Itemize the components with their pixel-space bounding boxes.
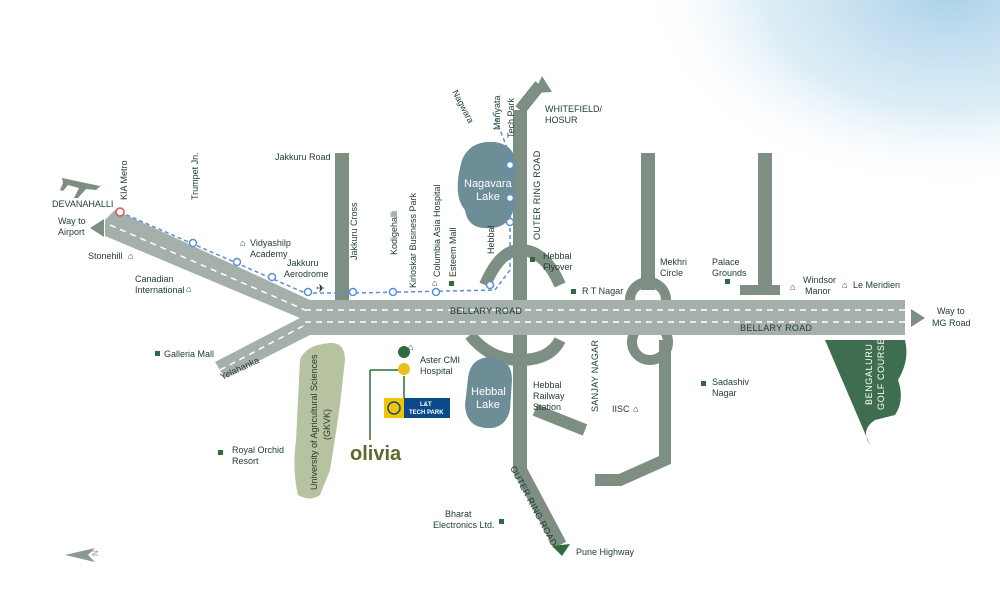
landmark-markers [155, 257, 730, 524]
columbia-icon: ⌂ [432, 278, 437, 288]
vidyashilp-line2: Academy [250, 249, 288, 259]
le-meridien-label: Le Meridien [853, 280, 900, 290]
metro-stops [188, 160, 515, 297]
kodigehalli-label: Kodigehalli [389, 211, 399, 255]
bharat-line1: Bharat [445, 509, 472, 519]
secondary-roads [335, 81, 772, 549]
pune-highway-label: Pune Highway [576, 547, 635, 557]
sadashiv-line1: Sadashiv [712, 377, 750, 387]
palace-line2: Grounds [712, 268, 747, 278]
lt-badge-line1: L&T [420, 402, 432, 408]
nagavara-lake-line1: Nagavara [464, 178, 513, 190]
hebbal-station-line2: Railway [533, 391, 565, 401]
aster-line2: Hospital [420, 366, 453, 376]
hebbal-lake-line1: Hebbal [471, 386, 506, 398]
bellary-road-label-2: BELLARY ROAD [740, 323, 813, 333]
lt-logo-box [384, 398, 404, 418]
devanahalli-label: DEVANAHALLI [52, 199, 113, 209]
sadashiv-line2: Nagar [712, 388, 737, 398]
windsor-line2: Manor [805, 286, 831, 296]
stonehill-label: Stonehill [88, 251, 123, 261]
manyata-line1: Manyata [492, 95, 502, 130]
vidyashilp-line1: Vidyashilp [250, 238, 291, 248]
airplane-icon [60, 178, 104, 198]
windsor-icon: ⌂ [790, 282, 795, 292]
gkvk-line2: (GKVK) [322, 409, 332, 440]
meridien-icon: ⌂ [842, 280, 847, 290]
building-icons: ⌂ ⌂ ⌂ ⌂ ⌂ ⌂ ⌂ ⌂ [128, 238, 847, 414]
outer-ring-road-north-label: OUTER RING ROAD [532, 150, 542, 240]
kia-metro-label: KIA Metro [119, 160, 129, 200]
compass [65, 548, 95, 562]
canadian-line2: International [135, 285, 185, 295]
bellary-road-label-1: BELLARY ROAD [450, 306, 523, 316]
bharat-line2: Electronics Ltd. [433, 520, 495, 530]
whitefield-line1: WHITEFIELD/ [545, 104, 603, 114]
arrow-pune-highway [552, 544, 570, 556]
gkvk-campus [294, 342, 345, 499]
olivia-marker-yellow [398, 363, 410, 375]
olivia-marker-green [398, 346, 410, 358]
royal-orchid-line2: Resort [232, 456, 259, 466]
hebbal-flyover-line1: Hebbal [543, 251, 572, 261]
outer-ring-road-south-label: OUTER RING ROAD [508, 464, 559, 548]
canadian-icon: ⌂ [186, 284, 191, 294]
jakkuru-road-label: Jakkuru Road [275, 152, 331, 162]
sky-wash [560, 0, 1000, 260]
aerodrome-line1: Jakkuru [287, 258, 319, 268]
mekhri-line1: Mekhri [660, 257, 687, 267]
palace-line1: Palace [712, 257, 740, 267]
arrow-whitefield [534, 76, 552, 93]
bellary-road [105, 210, 905, 378]
canadian-line1: Canadian [135, 274, 174, 284]
lt-logo-circle [387, 401, 401, 415]
aster-line1: Aster CMI [420, 355, 460, 365]
way-to-mg-line1: Way to [937, 306, 965, 316]
kirloskar-label: Kirloskar Business Park [408, 192, 418, 288]
galleria-label: Galleria Mall [164, 349, 214, 359]
nagwara-label: Nagwara [450, 88, 476, 125]
way-to-mg-line2: MG Road [932, 318, 971, 328]
trumpet-label: Trumpet Jn. [190, 152, 200, 200]
windsor-line1: Windsor [803, 275, 836, 285]
arrow-to-mg-road [911, 309, 925, 327]
hebbal-flyover-line2: Flyover [543, 262, 573, 272]
aerodrome-icon: ✈ [316, 283, 325, 295]
manyata-line2: Tech Park [506, 97, 516, 138]
hebbal-station-line3: Station [533, 402, 561, 412]
golf-course [825, 340, 907, 445]
aster-icon: ⌂ [408, 342, 413, 352]
vidyashilp-icon: ⌂ [240, 238, 245, 248]
arrow-to-airport [90, 219, 104, 237]
royal-orchid-line1: Royal Orchid [232, 445, 284, 455]
hebbal-lake-line2: Lake [476, 399, 500, 411]
iisc-label: IISC [612, 404, 630, 414]
way-to-airport-line1: Way to [58, 216, 86, 226]
gkvk-line1: University of Agricultural Sciences [309, 354, 319, 490]
nagavara-lake [457, 141, 516, 229]
hebbal-metro-label: Hebbal [486, 225, 496, 254]
way-to-airport-line2: Airport [58, 227, 85, 237]
olivia-brand: olivia [350, 443, 402, 465]
golf-line1: BENGALURU [864, 344, 874, 405]
hebbal-station-line1: Hebbal [533, 380, 562, 390]
aerodrome-line2: Aerodrome [284, 269, 329, 279]
lt-badge-line2: TECH PARK [409, 410, 444, 416]
golf-line2: GOLF COURSE [876, 338, 886, 410]
esteem-label: Esteem Mall [448, 227, 458, 277]
sanjay-nagar-label: SANJAY NAGAR [590, 340, 600, 412]
whitefield-line2: HOSUR [545, 115, 578, 125]
stonehill-icon: ⌂ [128, 251, 133, 261]
jakkuru-cross-label: Jakkuru Cross [349, 202, 359, 260]
rt-nagar-label: R T Nagar [582, 286, 623, 296]
iisc-icon: ⌂ [633, 404, 638, 414]
columbia-label: Columbia Asia Hospital [432, 184, 442, 277]
compass-north-label: N [91, 550, 100, 556]
nagavara-lake-line2: Lake [476, 191, 500, 203]
kia-metro-stop [115, 207, 125, 217]
mekhri-line2: Circle [660, 268, 683, 278]
hebbal-lake [465, 357, 512, 429]
